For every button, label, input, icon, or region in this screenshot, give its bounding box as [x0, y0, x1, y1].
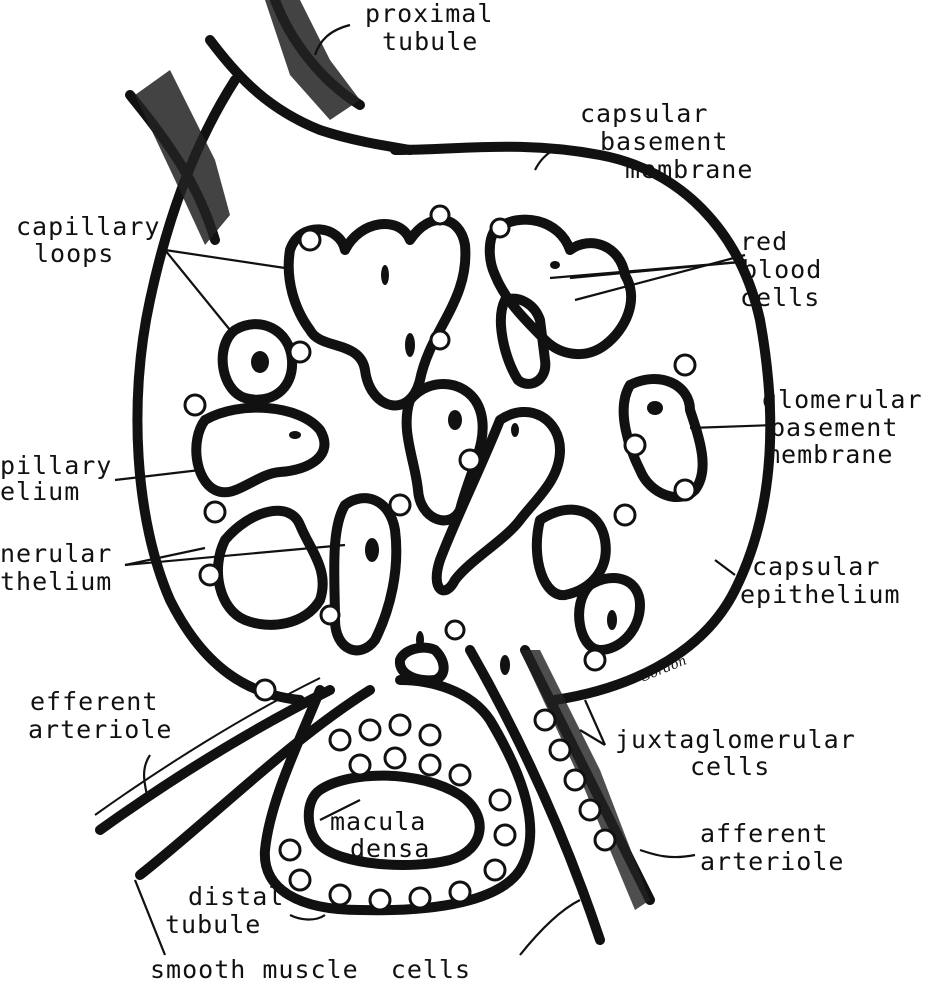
label-basement-1: basement [600, 127, 728, 156]
label-smooth-muscle-cells: smooth muscle cells [150, 955, 471, 984]
proximal-tubule-hatch-2 [265, 0, 360, 120]
label-nerular: nerular [0, 539, 112, 568]
label-blood: blood [742, 255, 822, 284]
label-glomerular: glomerular [762, 385, 923, 414]
label-thelium: thelium [0, 567, 112, 596]
label-macula: macula [330, 807, 426, 836]
label-red: red [740, 227, 788, 256]
label-elium: elium [0, 477, 80, 506]
label-afferent: afferent [700, 819, 828, 848]
label-capsular-2: capsular [752, 552, 880, 581]
label-distal: distal [188, 882, 284, 911]
label-pillary: pillary [0, 451, 112, 480]
label-cells-2: cells [690, 752, 770, 781]
capillary-loops-group [196, 220, 702, 651]
label-capillary: capillary [16, 212, 160, 241]
label-proximal: proximal [365, 0, 493, 28]
lumen-knob [400, 648, 444, 681]
label-efferent: efferent [30, 687, 158, 716]
label-densa: densa [350, 834, 430, 863]
label-capsular-1: capsular [580, 99, 708, 128]
label-loops: loops [34, 239, 114, 268]
label-cells-1: cells [740, 283, 820, 312]
label-arteriole-2: arteriole [700, 847, 844, 876]
label-membrane-2: membrane [765, 440, 893, 469]
label-tubule-2: tubule [165, 910, 261, 939]
label-basement-2: basement [770, 413, 898, 442]
label-epithelium: epithelium [740, 580, 901, 609]
label-tubule-1: tubule [382, 27, 478, 56]
label-juxtaglomerular: juxtaglomerular [615, 725, 856, 754]
label-arteriole-1: arteriole [28, 715, 172, 744]
label-membrane-1: membrane [625, 155, 753, 184]
